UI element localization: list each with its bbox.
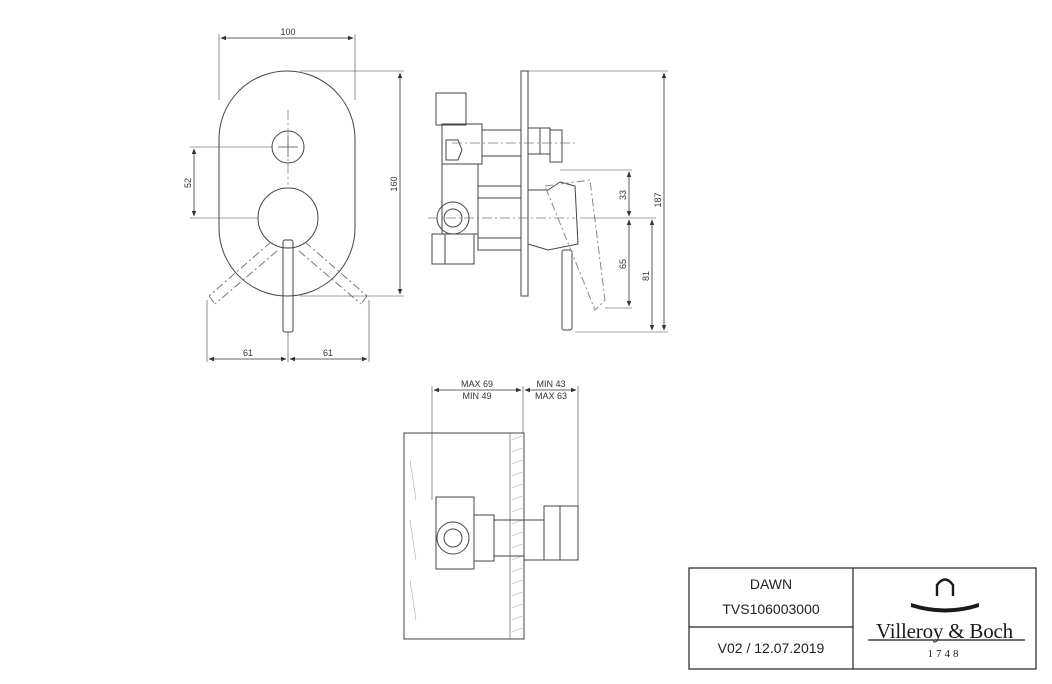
dim-c: 81 — [641, 271, 651, 281]
dim-width: 100 — [280, 27, 295, 37]
dim-lever-left: 61 — [243, 348, 253, 358]
brand-name: Villeroy & Boch — [876, 619, 1013, 643]
dim-spacing: 52 — [183, 178, 193, 188]
dim-left-max: MAX 69 — [461, 379, 493, 389]
dim-b: 65 — [618, 259, 628, 269]
villeroy-boch-arch-logo — [868, 578, 1025, 641]
lever-handle — [282, 239, 294, 333]
side-view — [428, 70, 668, 333]
dim-height: 160 — [389, 176, 399, 191]
dim-left-min: MIN 49 — [462, 391, 491, 401]
cover-plate — [218, 70, 356, 297]
dim-lever-right: 61 — [323, 348, 333, 358]
version-date: V02 / 12.07.2019 — [717, 640, 825, 656]
product-code: TVS106003000 — [722, 601, 820, 617]
wall-block — [403, 432, 525, 640]
product-name: DAWN — [749, 576, 793, 592]
dim-a: 33 — [618, 190, 628, 200]
dim-total-depth: 187 — [653, 192, 663, 207]
bottom-view — [403, 386, 579, 640]
side-plate — [520, 70, 529, 297]
brand-year: 1748 — [927, 648, 962, 660]
lever-hub — [257, 187, 319, 249]
bottom-inlet-nut — [436, 521, 470, 555]
side-handle — [561, 249, 573, 331]
dim-right-min: MIN 43 — [536, 379, 565, 389]
dim-right-max: MAX 63 — [535, 391, 567, 401]
front-view — [190, 34, 404, 362]
title-block — [688, 567, 1037, 670]
